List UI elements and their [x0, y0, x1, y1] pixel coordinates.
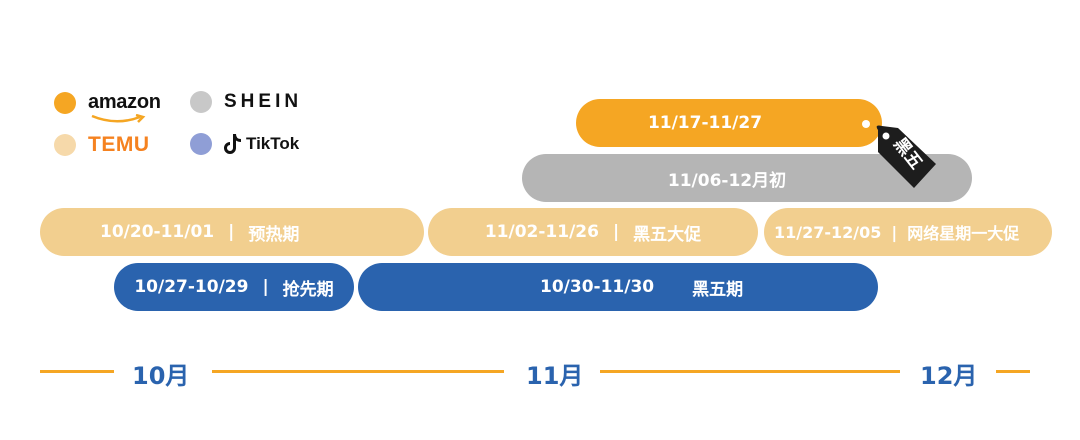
black-friday-tag-icon	[876, 125, 936, 188]
timeline-line	[212, 370, 504, 373]
separator: |	[262, 277, 269, 297]
temu-color-dot	[54, 134, 76, 156]
tiktok-early-range: 10/27-10/29	[134, 277, 249, 297]
tiktok-color-dot	[190, 133, 212, 155]
legend-tiktok: TikTok	[190, 133, 299, 155]
temu-preheat-range: 10/20-11/01	[100, 222, 215, 242]
temu-logo: TEMU	[88, 133, 150, 156]
tiktok-early-bar: 10/27-10/29 | 抢先期	[114, 263, 354, 311]
timeline-line	[40, 370, 114, 373]
tiktok-early-phase: 抢先期	[282, 279, 334, 300]
legend-temu: TEMU	[54, 133, 150, 157]
shein-logo: SHEIN	[224, 91, 303, 112]
month-label-dec: 12月	[920, 362, 978, 390]
tiktok-blackfriday-range: 10/30-11/30	[540, 277, 655, 297]
temu-cybermonday-range: 11/27-12/05	[774, 222, 882, 242]
tiktok-blackfriday-bar: 10/30-11/30 黑五期	[358, 263, 878, 311]
month-label-nov: 11月	[526, 362, 584, 390]
tiktok-blackfriday-phase: 黑五期	[692, 279, 744, 300]
amazon-label: amazon	[88, 91, 161, 113]
separator: |	[228, 222, 235, 242]
separator: |	[612, 222, 620, 242]
temu-blackfriday-phase: 黑五大促	[633, 224, 702, 245]
amazon-smile-icon	[91, 114, 146, 123]
temu-blackfriday-range: 11/02-11/26	[484, 222, 599, 242]
amazon-range: 11/17-11/27	[647, 113, 763, 133]
temu-blackfriday-bar: 11/02-11/26 | 黑五大促	[428, 208, 758, 256]
legend-shein: SHEIN	[190, 91, 302, 113]
month-label-oct: 10月	[132, 362, 190, 390]
shein-range: 11/06-12月初	[667, 170, 787, 191]
temu-cybermonday-phase: 网络星期一大促	[907, 224, 1020, 243]
separator: |	[891, 222, 898, 242]
tag-hole	[862, 120, 870, 128]
tiktok-logo: TikTok	[224, 133, 299, 155]
timeline-line	[600, 370, 900, 373]
amazon-logo: amazon	[88, 91, 161, 123]
legend-amazon: amazon	[54, 91, 161, 123]
temu-preheat-bar: 10/20-11/01 | 预热期	[40, 208, 424, 256]
tiktok-label: TikTok	[246, 134, 300, 153]
temu-cybermonday-bar: 11/27-12/05 | 网络星期一大促	[764, 208, 1052, 256]
amazon-color-dot	[54, 91, 76, 114]
temu-preheat-phase: 预热期	[248, 224, 300, 245]
tiktok-note-icon	[224, 134, 241, 154]
shein-color-dot	[190, 91, 212, 113]
amazon-bar: 11/17-11/27	[576, 99, 882, 147]
timeline-line	[996, 370, 1030, 373]
